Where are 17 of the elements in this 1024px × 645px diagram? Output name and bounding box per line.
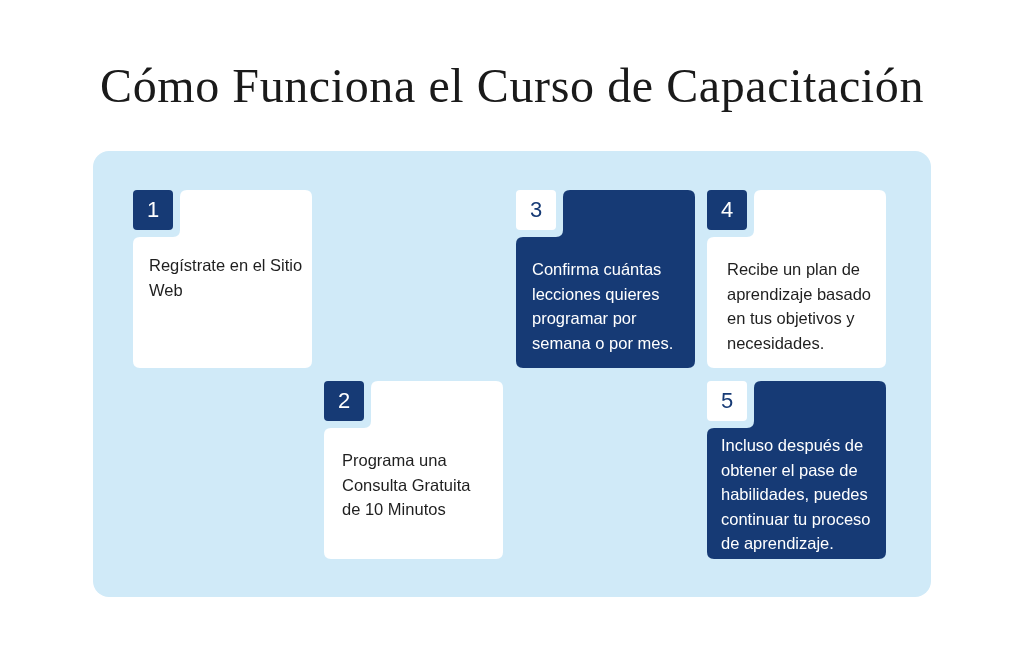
step-number-tile: 3 bbox=[516, 190, 556, 230]
step-card bbox=[707, 190, 886, 368]
step-text: Regístrate en el Sitio Web bbox=[149, 255, 304, 301]
step-number-tile: 5 bbox=[707, 381, 747, 421]
step-number-tile: 2 bbox=[324, 381, 364, 421]
step-card bbox=[516, 190, 695, 368]
step-text: Recibe un plan de aprendizaje basado en tus objetivos y necesidades. bbox=[727, 259, 873, 354]
step-card bbox=[133, 190, 312, 368]
step-text: Confirma cuántas lecciones quieres programar por semana o por mes. bbox=[532, 259, 675, 354]
panel-background bbox=[93, 151, 931, 597]
step-card bbox=[324, 381, 503, 559]
step-text: Incluso después de obtener el pase de habilidades, puedes continuar tu proceso de aprendizaje. bbox=[721, 435, 872, 554]
step-number-tile: 1 bbox=[133, 190, 173, 230]
step-number-tile: 4 bbox=[707, 190, 747, 230]
step-card bbox=[707, 381, 886, 559]
step-text: Programa una Consulta Gratuita de 10 Minutos bbox=[342, 450, 472, 520]
title: Cómo Funciona el Curso de Capacitación bbox=[100, 58, 924, 114]
